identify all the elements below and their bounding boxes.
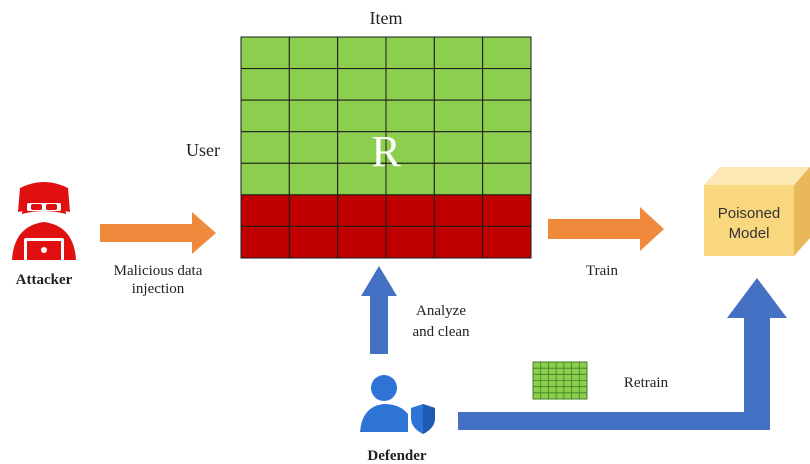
clean-rating-cell xyxy=(433,68,484,101)
poisoned-rating-cell xyxy=(433,194,484,227)
poisoned-rating-cell xyxy=(240,225,290,259)
poisoned-rating-cell xyxy=(482,194,532,227)
clean-rating-cell xyxy=(240,131,290,164)
clean-rating-cell xyxy=(482,162,532,196)
clean-rating-cell xyxy=(385,162,435,196)
rating-matrix xyxy=(240,36,532,259)
clean-rating-cell xyxy=(288,36,339,70)
analyze-label-line2: and clean xyxy=(412,324,470,340)
clean-rating-cell xyxy=(337,131,387,164)
clean-rating-cell xyxy=(433,162,484,196)
item-axis-label: Item xyxy=(370,8,403,28)
poisoned-rating-cell xyxy=(288,194,339,227)
clean-rating-cell xyxy=(337,36,387,70)
injection-arrow xyxy=(100,212,216,254)
injection-label-line1: Malicious data xyxy=(114,263,203,279)
attacker-label: Attacker xyxy=(16,272,73,288)
analyze-label-line1: Analyze xyxy=(416,303,466,319)
hacker-icon xyxy=(12,182,76,262)
poisoned-rating-cell xyxy=(385,194,435,227)
retrain-arrow xyxy=(458,278,787,430)
poisoned-rating-cell xyxy=(482,225,532,259)
poisoned-rating-cell xyxy=(385,225,435,259)
retrain-label: Retrain xyxy=(624,375,669,391)
clean-rating-cell xyxy=(240,99,290,133)
clean-rating-cell xyxy=(337,68,387,101)
defender-shield-icon xyxy=(360,375,438,437)
clean-data-matrix xyxy=(532,361,588,400)
poisoned-model-box xyxy=(704,167,810,256)
clean-rating-cell xyxy=(288,131,339,164)
matrix-center-label: R xyxy=(371,127,401,176)
poisoned-rating-cell xyxy=(337,225,387,259)
poisoned-rating-cell xyxy=(337,194,387,227)
user-axis-label: User xyxy=(186,140,220,160)
clean-rating-cell xyxy=(337,162,387,196)
clean-rating-cell xyxy=(385,36,435,70)
train-arrow xyxy=(548,207,664,251)
train-label: Train xyxy=(586,263,618,279)
model-label-line1: Poisoned xyxy=(718,205,781,222)
model-label-line2: Model xyxy=(729,225,770,242)
clean-rating-cell xyxy=(482,131,532,164)
clean-rating-cell xyxy=(482,36,532,70)
clean-rating-cell xyxy=(482,99,532,133)
poisoned-rating-cell xyxy=(433,225,484,259)
analyze-clean-arrow xyxy=(361,266,397,354)
clean-rating-cell xyxy=(433,131,484,164)
clean-rating-cell xyxy=(433,36,484,70)
clean-rating-cell xyxy=(385,131,435,164)
clean-rating-cell xyxy=(288,162,339,196)
clean-rating-cell xyxy=(482,68,532,101)
injection-label-line2: injection xyxy=(132,281,185,297)
clean-rating-cell xyxy=(240,162,290,196)
poisoned-rating-cell xyxy=(240,194,290,227)
clean-rating-cell xyxy=(288,68,339,101)
clean-rating-cell xyxy=(288,99,339,133)
clean-rating-cell xyxy=(433,99,484,133)
clean-rating-cell xyxy=(385,68,435,101)
clean-rating-cell xyxy=(385,99,435,133)
clean-rating-cell xyxy=(240,68,290,101)
defender-label: Defender xyxy=(367,448,426,464)
clean-rating-cell xyxy=(240,36,290,70)
poisoned-rating-cell xyxy=(288,225,339,259)
